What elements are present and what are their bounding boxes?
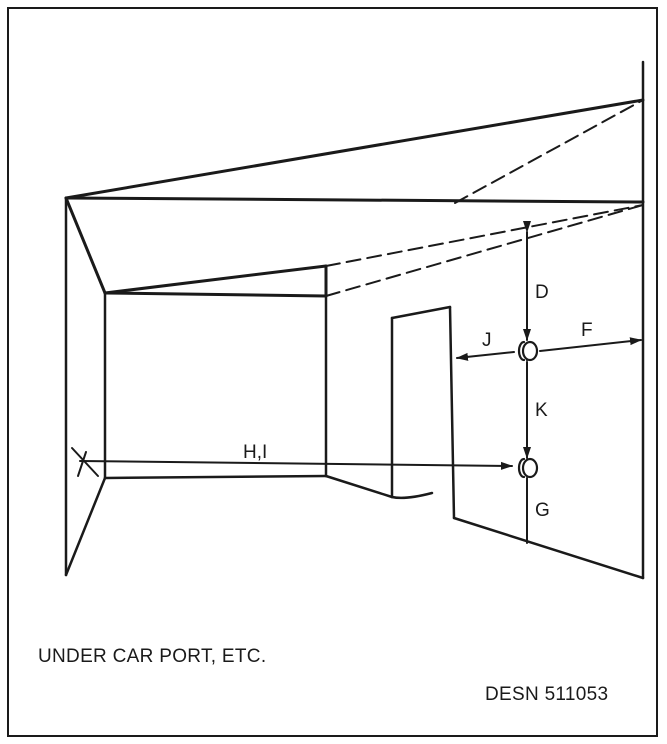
diagram-code: DESN 511053 [485,684,609,705]
diagram-caption: UNDER CAR PORT, ETC. [38,646,267,667]
upper-lamp-icon [517,340,539,362]
label-j: J [482,330,492,351]
dimension-j-arrow [456,351,515,361]
dashed-ceiling-lines [325,99,644,297]
label-k: K [535,400,548,421]
wall-lines [64,60,645,580]
label-g: G [535,500,550,521]
label-hi: H,I [243,442,267,463]
label-f: F [581,320,593,341]
lower-lamp-icon [517,457,539,479]
door-outline [390,305,456,520]
dimension-hi-arrow [79,460,513,470]
diagram-frame [7,7,658,737]
wall-tick-mark [71,447,99,477]
label-d: D [535,282,549,303]
roof-lines [64,98,645,298]
dimension-f-arrow [539,337,642,352]
